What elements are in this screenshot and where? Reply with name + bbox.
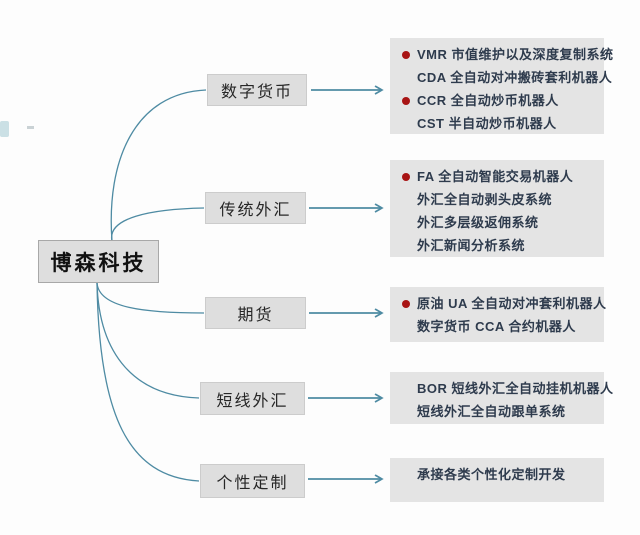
bullet-icon — [402, 96, 410, 105]
bullet-icon — [402, 299, 410, 308]
branch-node-digital-currency: 数字货币 — [207, 74, 307, 106]
list-item: 短线外汇全自动跟单系统 — [402, 400, 596, 423]
list-item: 外汇新闻分析系统 — [402, 234, 596, 257]
list-item: CCR 全自动炒币机器人 — [402, 89, 596, 112]
list-item: FA 全自动智能交易机器人 — [402, 165, 596, 188]
bullet-icon — [402, 172, 410, 181]
detail-box-traditional-forex: FA 全自动智能交易机器人 外汇全自动剥头皮系统 外汇多层级返佣系统 外汇新闻分… — [390, 160, 604, 257]
list-item: CDA 全自动对冲搬砖套利机器人 — [402, 66, 612, 89]
list-item: BOR 短线外汇全自动挂机机器人 — [402, 377, 613, 400]
list-item: 外汇多层级返佣系统 — [402, 211, 596, 234]
branch-node-custom: 个性定制 — [200, 464, 305, 498]
detail-item-text: CDA 全自动对冲搬砖套利机器人 — [417, 70, 613, 85]
root-node-label: 博森科技 — [50, 250, 147, 275]
detail-item-text: VMR 市值维护以及深度复制系统 — [417, 47, 614, 62]
detail-box-custom: 承接各类个性化定制开发 — [390, 458, 604, 502]
detail-box-digital-currency: VMR 市值维护以及深度复制系统 CDA 全自动对冲搬砖套利机器人 CCR 全自… — [390, 38, 613, 135]
detail-item-text: 数字货币 CCA 合约机器人 — [417, 319, 576, 334]
detail-item-text: FA 全自动智能交易机器人 — [417, 169, 574, 184]
detail-item-text: 外汇新闻分析系统 — [417, 238, 526, 253]
detail-item-text: BOR 短线外汇全自动挂机机器人 — [417, 381, 614, 396]
connector-curve-custom — [96, 282, 200, 482]
detail-item-text: CST 半自动炒币机器人 — [417, 116, 557, 131]
list-item: CST 半自动炒币机器人 — [402, 112, 596, 135]
list-item: 外汇全自动剥头皮系统 — [402, 188, 596, 211]
branch-label: 期货 — [237, 307, 274, 324]
detail-item-text: 外汇多层级返佣系统 — [417, 215, 539, 230]
list-item: 数字货币 CCA 合约机器人 — [402, 315, 596, 338]
branch-label: 传统外汇 — [219, 202, 292, 219]
edge-artifact-dash — [27, 126, 34, 129]
detail-item-text: CCR 全自动炒币机器人 — [417, 93, 559, 108]
connector-curve-traditional-forex — [111, 207, 205, 242]
detail-item-text: 原油 UA 全自动对冲套利机器人 — [417, 296, 607, 311]
connector-curve-futures — [96, 282, 205, 314]
edge-artifact-icon — [0, 121, 9, 137]
list-item: VMR 市值维护以及深度复制系统 — [402, 43, 613, 66]
list-item: 承接各类个性化定制开发 — [402, 463, 596, 486]
detail-item-text: 外汇全自动剥头皮系统 — [417, 192, 553, 207]
detail-item-text: 承接各类个性化定制开发 — [417, 467, 566, 482]
detail-box-futures: 原油 UA 全自动对冲套利机器人 数字货币 CCA 合约机器人 — [390, 287, 606, 342]
detail-item-text: 短线外汇全自动跟单系统 — [417, 404, 566, 419]
detail-box-shortterm-forex: BOR 短线外汇全自动挂机机器人 短线外汇全自动跟单系统 — [390, 372, 613, 424]
list-item: 原油 UA 全自动对冲套利机器人 — [402, 292, 606, 315]
branch-node-traditional-forex: 传统外汇 — [205, 192, 306, 224]
connector-curve-digital-currency — [110, 89, 207, 242]
bullet-icon — [402, 50, 410, 59]
branch-node-futures: 期货 — [205, 297, 306, 329]
connector-curve-shortterm-forex — [96, 282, 200, 399]
branch-node-shortterm-forex: 短线外汇 — [200, 382, 305, 415]
root-node: 博森科技 — [38, 240, 159, 283]
branch-label: 短线外汇 — [216, 392, 289, 410]
branch-label: 数字货币 — [220, 84, 293, 101]
branch-label: 个性定制 — [216, 475, 289, 492]
